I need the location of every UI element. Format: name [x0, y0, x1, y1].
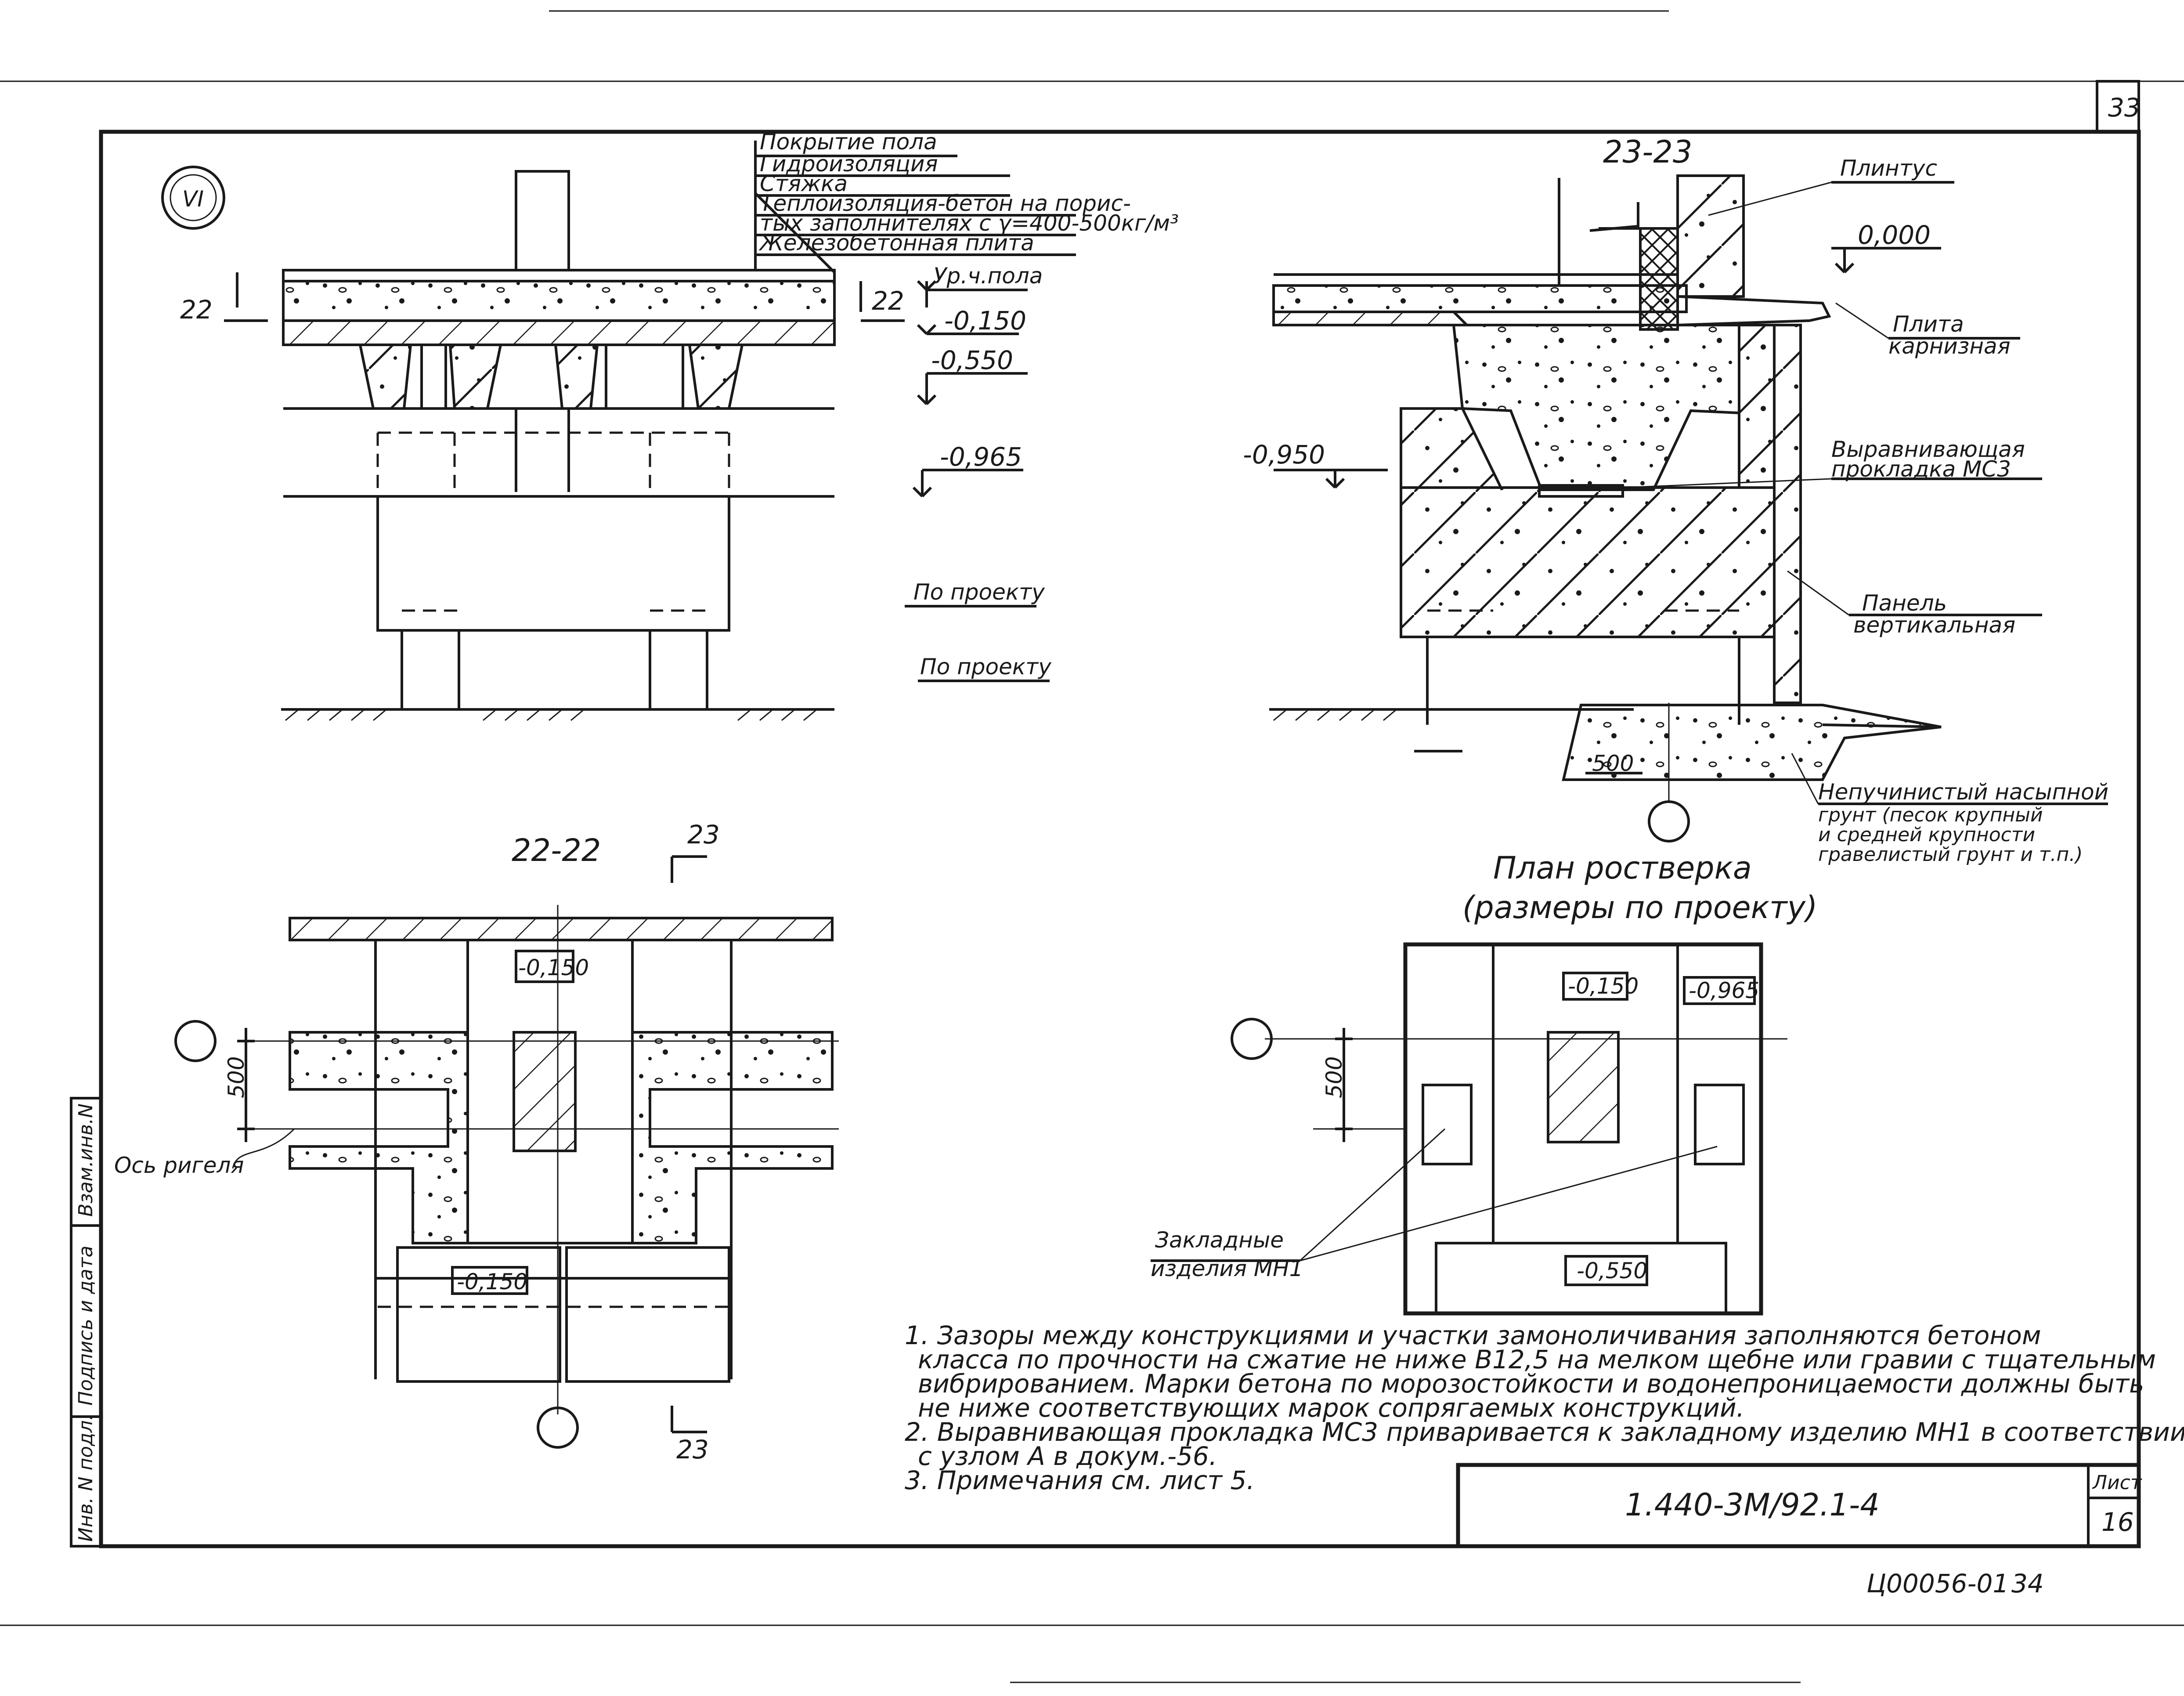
document-code: 1.440-3М/92.1-4	[1625, 1487, 1880, 1523]
level-box-b	[451, 1266, 528, 1295]
view1-section: VI	[161, 141, 1076, 721]
label-soil-4: гравелистый грунт и т.п.)	[1818, 843, 2083, 866]
label-panel-2: вертикальная	[1853, 612, 2015, 638]
label-embedded-1: Закладные	[1155, 1227, 1284, 1253]
cut-22-right: 22	[872, 286, 904, 316]
section-22-22-title: 22-22	[512, 832, 601, 868]
title-block	[1456, 1463, 2141, 1548]
plan-level-box-a	[1562, 972, 1628, 1001]
label-soil-3: и средней крупности	[1818, 824, 2035, 846]
label-embedded-2: изделия МН1	[1151, 1256, 1303, 1281]
layer-insulation-1: Теплоизоляция-бетон на порис-	[760, 191, 1131, 216]
level-minus-0150-b: -0,150	[457, 1269, 527, 1295]
note-line-3: вибрированием. Марки бетона по морозосто…	[918, 1369, 2144, 1399]
plan-title-2: (размеры по проекту)	[1462, 890, 1817, 926]
note-line-7: 3. Примечания см. лист 5.	[905, 1465, 1255, 1495]
stamp-replace-inv: Взам.инв.N	[75, 1103, 97, 1217]
cut-22-left-marker	[224, 272, 268, 322]
note-line-6: с узлом А в докум.-56.	[918, 1441, 1217, 1471]
level-minus-0150-a: -0,150	[518, 955, 589, 980]
section-mark	[161, 166, 225, 230]
label-cornice-slab-1: Плита	[1893, 311, 1964, 337]
sheet-frame	[0, 10, 2184, 1683]
level-marks-view1	[905, 280, 1050, 682]
section-mark-label: VI	[182, 186, 204, 212]
level-floor: Ур.ч.пола	[933, 263, 1043, 289]
cut-23-top: 23	[687, 820, 720, 850]
layer-waterproofing: Гидроизоляция	[760, 151, 938, 177]
axis-label: Ось ригеля	[114, 1153, 244, 1178]
layer-insulation-2: тых заполнителях с γ=400-500кг/м³	[760, 210, 1179, 236]
section-23-23-title: 23-23	[1603, 134, 1692, 170]
label-soil-2: грунт (песок крупный	[1818, 804, 2043, 826]
cut-22-left: 22	[180, 295, 213, 325]
view3-section	[174, 855, 839, 1449]
level-minus-0150: -0,150	[944, 306, 1026, 336]
sheet-number: 16	[2101, 1507, 2134, 1537]
note-line-4: не ниже соответствующих марок сопрягаемы…	[918, 1393, 1744, 1423]
stamp-signature-date: Подпись и дата	[75, 1246, 97, 1406]
plan-level-minus-0550: -0,550	[1577, 1258, 1647, 1284]
dim-500-view2: 500	[1592, 751, 1634, 776]
page-number-top: 33	[2108, 93, 2141, 123]
notes: 1. Зазоры между конструкциями и участки …	[905, 1320, 2184, 1495]
bottom-code: Ц00056-01	[1866, 1569, 2009, 1598]
dim-500-view4: 500	[1321, 1056, 1347, 1098]
label-panel-1: Панель	[1862, 590, 1947, 616]
view4-plan	[1151, 942, 1787, 1316]
stamp-inv-no: Инв. N подл.	[75, 1414, 97, 1542]
note-line-5: 2. Выравнивающая прокладка МС3 приварива…	[905, 1417, 2184, 1447]
plan-title-1: План ростверка	[1493, 850, 1752, 886]
label-soil-1: Непучинистый насыпной	[1818, 779, 2108, 805]
bottom-page: 34	[2011, 1569, 2044, 1598]
level-minus-0550: -0,550	[931, 345, 1013, 375]
dim-500-view3: 500	[224, 1056, 249, 1098]
level-minus-0965: -0,965	[940, 442, 1022, 472]
layer-floor-cover: Покрытие пола	[760, 129, 937, 155]
by-project-1: По проекту	[913, 579, 1045, 605]
plan-level-minus-0965: -0,965	[1689, 978, 1759, 1003]
note-line-1: 1. Зазоры между конструкциями и участки …	[905, 1320, 2041, 1350]
label-pad-1: Выравнивающая	[1831, 437, 2025, 462]
cut-22-right-marker	[859, 281, 905, 322]
label-plinth: Плинтус	[1840, 155, 1937, 181]
sheet-label: Лист	[2092, 1472, 2142, 1494]
left-stamp: Инв. N подл. Подпись и дата Взам.инв.N	[70, 1097, 102, 1548]
label-pad-2: прокладка МС3	[1831, 456, 2011, 482]
plan-level-minus-0150: -0,150	[1568, 973, 1639, 999]
level-minus-0950: -0,950	[1243, 440, 1325, 470]
level-box-a	[515, 950, 574, 983]
note-line-2: класса по прочности на сжатие не ниже В1…	[918, 1345, 2156, 1374]
layer-screed: Стяжка	[760, 171, 848, 196]
view2-section	[1269, 174, 2108, 843]
plan-level-box-b	[1683, 976, 1756, 1005]
layer-rc-slab: Железобетонная плита	[758, 230, 1034, 256]
plan-level-box-c	[1564, 1255, 1648, 1286]
by-project-2: По проекту	[920, 654, 1052, 680]
label-cornice-slab-2: карнизная	[1888, 333, 2011, 359]
cut-23-bottom: 23	[676, 1435, 709, 1465]
level-0000: 0,000	[1858, 220, 1931, 250]
